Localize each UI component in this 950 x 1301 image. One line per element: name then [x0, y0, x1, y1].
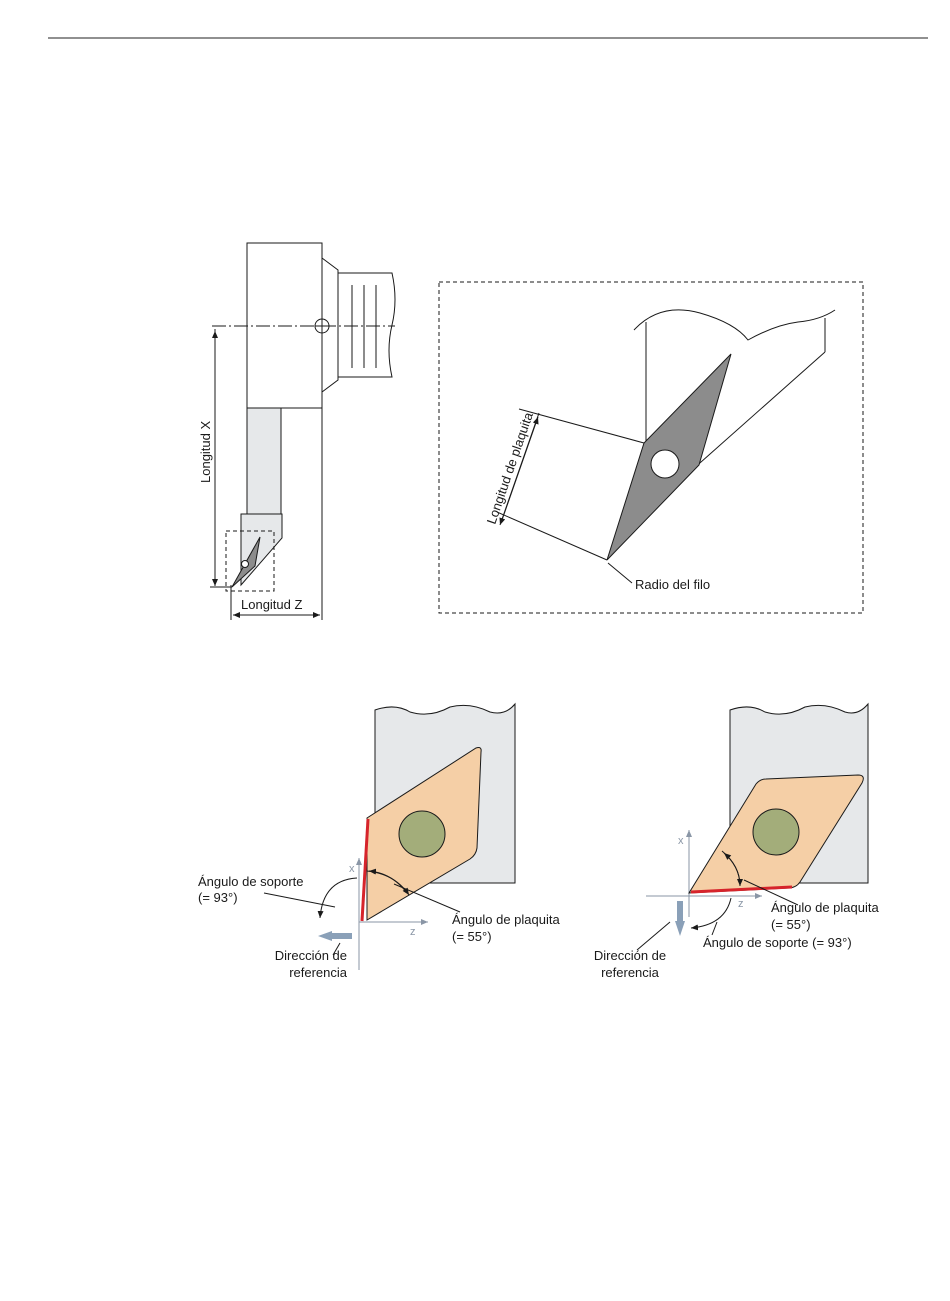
- angulo-plaquita-right-1: Ángulo de plaquita: [771, 900, 879, 915]
- angulo-soporte-right: Ángulo de soporte (= 93°): [703, 935, 852, 950]
- detail-insert-hole: [651, 450, 679, 478]
- angulo-plaquita-right-2: (= 55°): [771, 917, 811, 932]
- longitud-z-label: Longitud Z: [241, 597, 302, 612]
- reference-direction-arrow-right: [675, 901, 685, 936]
- direccion-left-1: Dirección de: [275, 948, 347, 963]
- angulo-soporte-left-1: Ángulo de soporte: [198, 874, 304, 889]
- reference-direction-arrow-left: [318, 931, 352, 941]
- angulo-soporte-left-2: (= 93°): [198, 890, 238, 905]
- axis-x-right: x: [678, 835, 684, 847]
- tool-shank: [247, 408, 281, 514]
- angulo-plaquita-left-1: Ángulo de plaquita: [452, 912, 560, 927]
- spindle: [338, 273, 395, 377]
- radio-filo-label: Radio del filo: [635, 577, 710, 592]
- tool-holder-figure: [210, 243, 395, 620]
- axis-x-left: x: [349, 863, 355, 875]
- detail-holder: [634, 310, 835, 340]
- insert-hole-right: [753, 809, 799, 855]
- angulo-plaquita-left-2: (= 55°): [452, 929, 492, 944]
- axis-z-left: z: [410, 926, 416, 938]
- direccion-right-2: referencia: [601, 965, 660, 980]
- longitud-x-label: Longitud X: [198, 421, 213, 483]
- direccion-left-2: referencia: [289, 965, 348, 980]
- direccion-right-1: Dirección de: [594, 948, 666, 963]
- tool-head: [241, 514, 282, 585]
- insert-hole-left: [399, 811, 445, 857]
- insert-detail-figure: [439, 282, 863, 613]
- axis-z-right: z: [738, 898, 744, 910]
- longitud-plaquita-label: Longitud de plaquita: [484, 410, 537, 526]
